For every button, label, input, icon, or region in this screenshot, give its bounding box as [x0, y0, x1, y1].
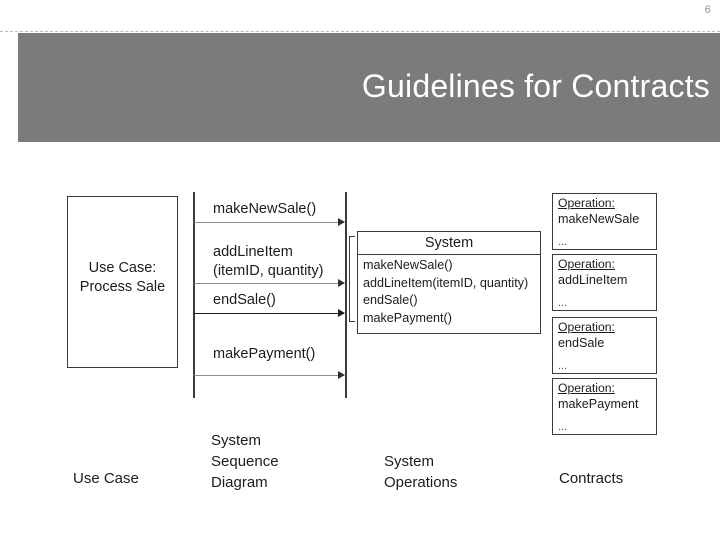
arrow-shaft [194, 222, 344, 223]
system-operations-bracket [349, 236, 355, 322]
slide-number: 6 [704, 4, 711, 16]
contract-operation-name: makeNewSale [558, 212, 640, 226]
message-label-end-sale: endSale() [213, 292, 276, 308]
contract-box-make-new-sale: Operation: makeNewSale ... [552, 193, 657, 250]
contract-heading: Operation: [558, 381, 615, 395]
contract-ellipsis: ... [558, 297, 568, 309]
arrow-shaft [194, 313, 344, 314]
lifeline-actor [193, 192, 195, 398]
page-title: Guidelines for Contracts [361, 68, 710, 104]
caption-use-case: Use Case [73, 470, 139, 487]
system-operations-box: System makeNewSale() addLineItem(itemID,… [357, 231, 541, 334]
arrowhead-icon [338, 279, 345, 287]
header-divider [0, 31, 720, 32]
system-box-operation-list: makeNewSale() addLineItem(itemID, quanti… [363, 258, 529, 325]
message-label-add-line-item: addLineItem (itemID, quantity) [213, 244, 324, 279]
message-label-make-payment: makePayment() [213, 346, 316, 362]
arrowhead-icon [338, 371, 345, 379]
contract-operation-name: addLineItem [558, 273, 628, 287]
contract-ellipsis: ... [558, 236, 568, 248]
arrowhead-icon [338, 309, 345, 317]
contract-operation-name: makePayment [558, 397, 639, 411]
caption-system-operations: System Operations [384, 453, 458, 491]
message-label-make-new-sale: makeNewSale() [213, 201, 317, 217]
system-box-title: System [358, 232, 540, 255]
contract-operation-name: endSale [558, 336, 605, 350]
arrow-shaft [194, 375, 344, 376]
arrowhead-icon [338, 218, 345, 226]
contract-box-end-sale: Operation: endSale ... [552, 317, 657, 374]
contract-heading: Operation: [558, 257, 615, 271]
contract-heading: Operation: [558, 320, 615, 334]
contract-ellipsis: ... [558, 360, 568, 372]
contract-box-add-line-item: Operation: addLineItem ... [552, 254, 657, 311]
contract-heading: Operation: [558, 196, 615, 210]
contract-box-make-payment: Operation: makePayment ... [552, 378, 657, 435]
arrow-shaft [194, 283, 344, 284]
title-band [18, 33, 720, 142]
use-case-label: Use Case: Process Sale [79, 260, 166, 295]
lifeline-system [345, 192, 347, 398]
contract-ellipsis: ... [558, 421, 568, 433]
use-case-box [67, 196, 178, 368]
caption-system-sequence-diagram: System Sequence Diagram [211, 432, 279, 491]
caption-contracts: Contracts [559, 470, 624, 487]
